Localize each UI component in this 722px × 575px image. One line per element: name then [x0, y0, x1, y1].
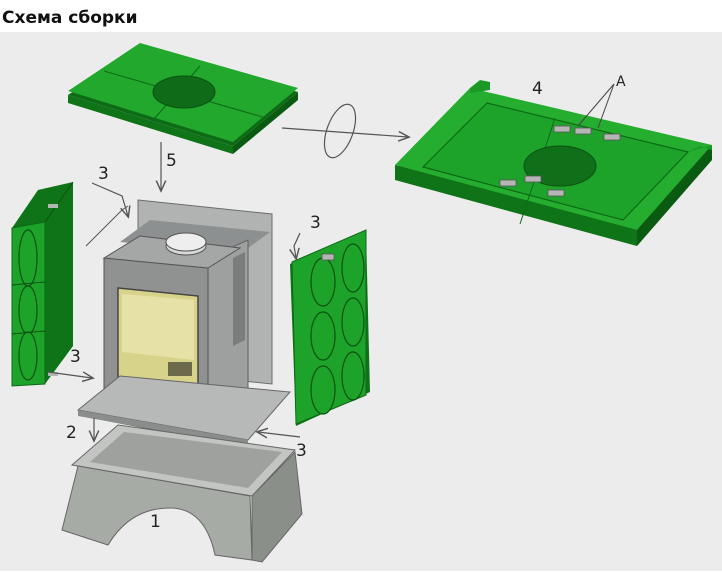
- callout-3-lower-left: 3: [70, 347, 81, 367]
- callout-5: 5: [166, 151, 177, 171]
- callout-3-lower-right: 3: [296, 441, 307, 461]
- callout-2: 2: [66, 423, 77, 443]
- callout-4: 4: [532, 79, 543, 99]
- base: [61, 424, 303, 563]
- callout-a: A: [616, 74, 626, 90]
- callout-3-upper-right: 3: [310, 213, 321, 233]
- callout-3-upper-left: 3: [98, 164, 109, 184]
- callout-1: 1: [150, 512, 161, 532]
- assembly-diagram-svg: 5 4 A 3 3 3 3 2 1: [11, 43, 712, 563]
- rotation-arrow: [281, 103, 408, 159]
- top-plate-detail: [395, 80, 712, 246]
- assembly-diagram: 5 4 A 3 3 3 3 2 1: [0, 32, 722, 571]
- left-side-panel: [11, 181, 74, 387]
- callout-arrows: [47, 182, 301, 440]
- top-plate: [68, 43, 298, 154]
- page-title: Схема сборки: [2, 8, 138, 28]
- fireplace-body: [76, 199, 292, 446]
- right-side-panel: [290, 229, 370, 426]
